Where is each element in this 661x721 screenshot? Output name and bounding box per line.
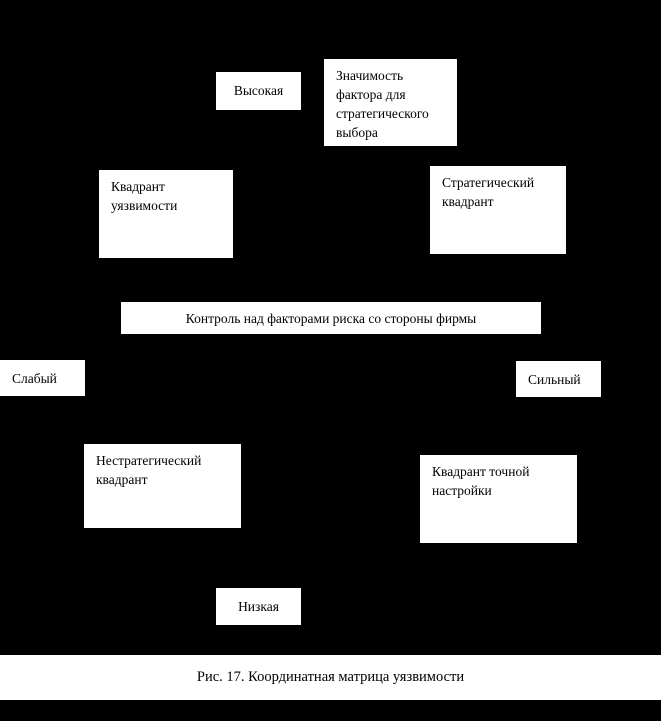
figure-caption: Рис. 17. Координатная матрица уязвимости (0, 655, 661, 700)
vertical-axis-title: Значимость фактора для стратегического в… (324, 59, 457, 146)
axis-label-low: Низкая (216, 588, 301, 625)
quadrant-strategic: Стратегический квадрант (430, 166, 566, 254)
quadrant-vulnerability: Квадрант уязвимости (99, 170, 233, 258)
horizontal-axis-title: Контроль над факторами риска со стороны … (121, 302, 541, 334)
quadrant-nonstrategic: Нестратегический квадрант (84, 444, 241, 528)
axis-label-weak: Слабый (0, 360, 85, 396)
quadrant-fine-tuning: Квадрант точной настройки (420, 455, 577, 543)
axis-label-strong: Сильный (516, 361, 601, 397)
axis-label-high: Высокая (216, 72, 301, 110)
